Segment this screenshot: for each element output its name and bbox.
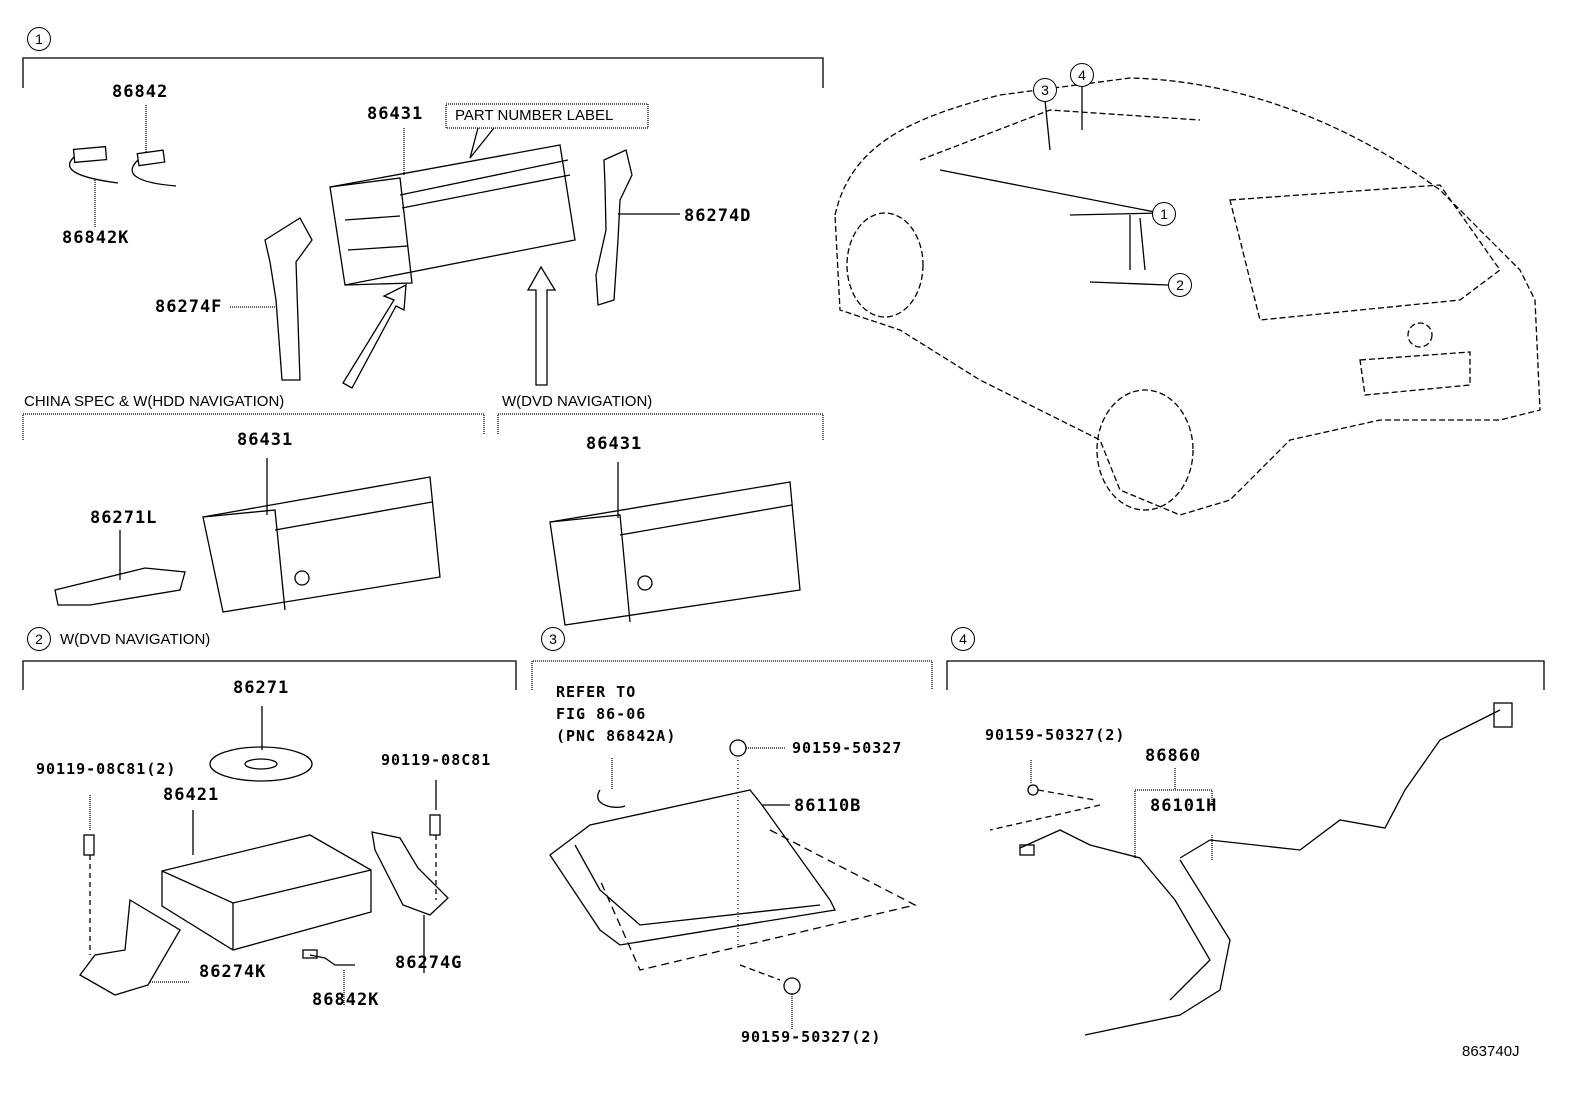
variant-a-frame (22, 413, 485, 440)
part-label-86271l[interactable]: 86271L (90, 508, 158, 528)
section-marker-2: 2 (27, 627, 51, 651)
part-label-86860[interactable]: 86860 (1145, 746, 1202, 766)
part-label-86101h[interactable]: 86101H (1150, 796, 1218, 816)
arrow-left (342, 283, 407, 389)
bolt-left-drawing (83, 834, 95, 955)
vehicle-drawing (834, 77, 1541, 516)
variant-a-caption: CHINA SPEC & W(HDD NAVIGATION) (24, 393, 285, 410)
part-label-86842k-s2[interactable]: 86842K (312, 990, 380, 1010)
figure-id: 863740J (1462, 1043, 1520, 1060)
disc-86271-drawing (209, 746, 313, 782)
part-label-86110b[interactable]: 86110B (794, 796, 862, 816)
part-label-86271[interactable]: 86271 (233, 678, 290, 698)
part-label-86421[interactable]: 86421 (163, 785, 220, 805)
bracket-86274f-drawing (264, 217, 313, 381)
part-label-86431-dvd[interactable]: 86431 (586, 434, 643, 454)
section1-frame (22, 57, 824, 88)
section2-frame (22, 660, 517, 690)
nav-unit-86431-hdd-drawing (202, 476, 441, 613)
harness-drawing (1019, 702, 1513, 1036)
variant-b-caption: W(DVD NAVIGATION) (502, 393, 653, 410)
variant-b-frame (497, 413, 824, 440)
car-callout-1: 1 (1152, 202, 1176, 226)
card-86271l-drawing (54, 567, 186, 606)
connector-86842k-drawing (68, 145, 119, 184)
part-label-86274g[interactable]: 86274G (395, 953, 463, 973)
car-callout-2: 2 (1168, 273, 1192, 297)
bracket-86274d-drawing (595, 149, 633, 306)
part-label-bolt-right[interactable]: 90119-08C81 (381, 751, 492, 769)
refer-note-line1: REFER TO (556, 683, 637, 701)
part-label-86431-hdd[interactable]: 86431 (237, 430, 294, 450)
refer-note-line2: FIG 86-06 (556, 705, 647, 723)
nav-unit-86431-dvd-drawing (549, 481, 801, 626)
section3-frame (531, 660, 933, 690)
arrow-up (526, 265, 557, 386)
part-label-bolt-left[interactable]: 90119-08C81(2) (36, 760, 177, 778)
display-86110b-drawing (549, 789, 836, 946)
part-label-screw-s4[interactable]: 90159-50327(2) (985, 726, 1126, 744)
part-label-86842[interactable]: 86842 (112, 82, 169, 102)
section2-caption: W(DVD NAVIGATION) (60, 631, 211, 648)
bracket-86274k-drawing (79, 898, 181, 996)
part-label-86842k[interactable]: 86842K (62, 228, 130, 248)
refer-note-line3[interactable]: (PNC 86842A) (556, 727, 677, 745)
bolt-right-drawing (429, 814, 441, 900)
section-marker-3: 3 (541, 627, 565, 651)
section-marker-4: 4 (951, 627, 975, 651)
bracket-86274g-drawing (371, 831, 449, 916)
part-label-screw-top[interactable]: 90159-50327 (792, 739, 903, 757)
car-callout-3: 3 (1033, 78, 1057, 102)
part-number-label-note: PART NUMBER LABEL (455, 107, 614, 124)
nav-unit-86431-drawing (329, 144, 576, 286)
unit-86421-drawing (161, 834, 372, 951)
connector-86842-drawing (131, 149, 177, 187)
section-marker-1: 1 (27, 27, 51, 51)
part-label-86274d[interactable]: 86274D (684, 206, 752, 226)
section4-frame (946, 660, 1545, 690)
part-label-86274f[interactable]: 86274F (155, 297, 223, 317)
part-label-86274k[interactable]: 86274K (199, 962, 267, 982)
part-label-86431[interactable]: 86431 (367, 104, 424, 124)
car-callout-4: 4 (1070, 63, 1094, 87)
part-label-screw-bottom[interactable]: 90159-50327(2) (741, 1028, 882, 1046)
car-callout-lines (939, 87, 1169, 286)
